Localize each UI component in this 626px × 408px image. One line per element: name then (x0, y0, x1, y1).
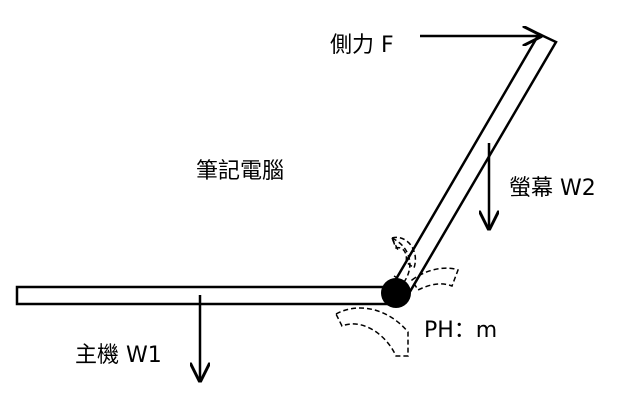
hinge-rotation-arc-upper-body (390, 236, 417, 270)
side-force-label: 側力 F (330, 33, 394, 58)
screen-weight-label: 螢幕 W2 (509, 176, 596, 201)
base-body (15, 285, 400, 306)
hinge-rotation-arc-lower (335, 307, 409, 357)
hinge-point (381, 278, 411, 308)
diagram-title: 筆記電腦 (196, 159, 285, 184)
hinge-label: PH：m (424, 318, 498, 343)
screen-panel (390, 32, 558, 297)
base-weight-label: 主機 W1 (75, 343, 162, 368)
hinge-rotation-arc-right (411, 267, 459, 291)
